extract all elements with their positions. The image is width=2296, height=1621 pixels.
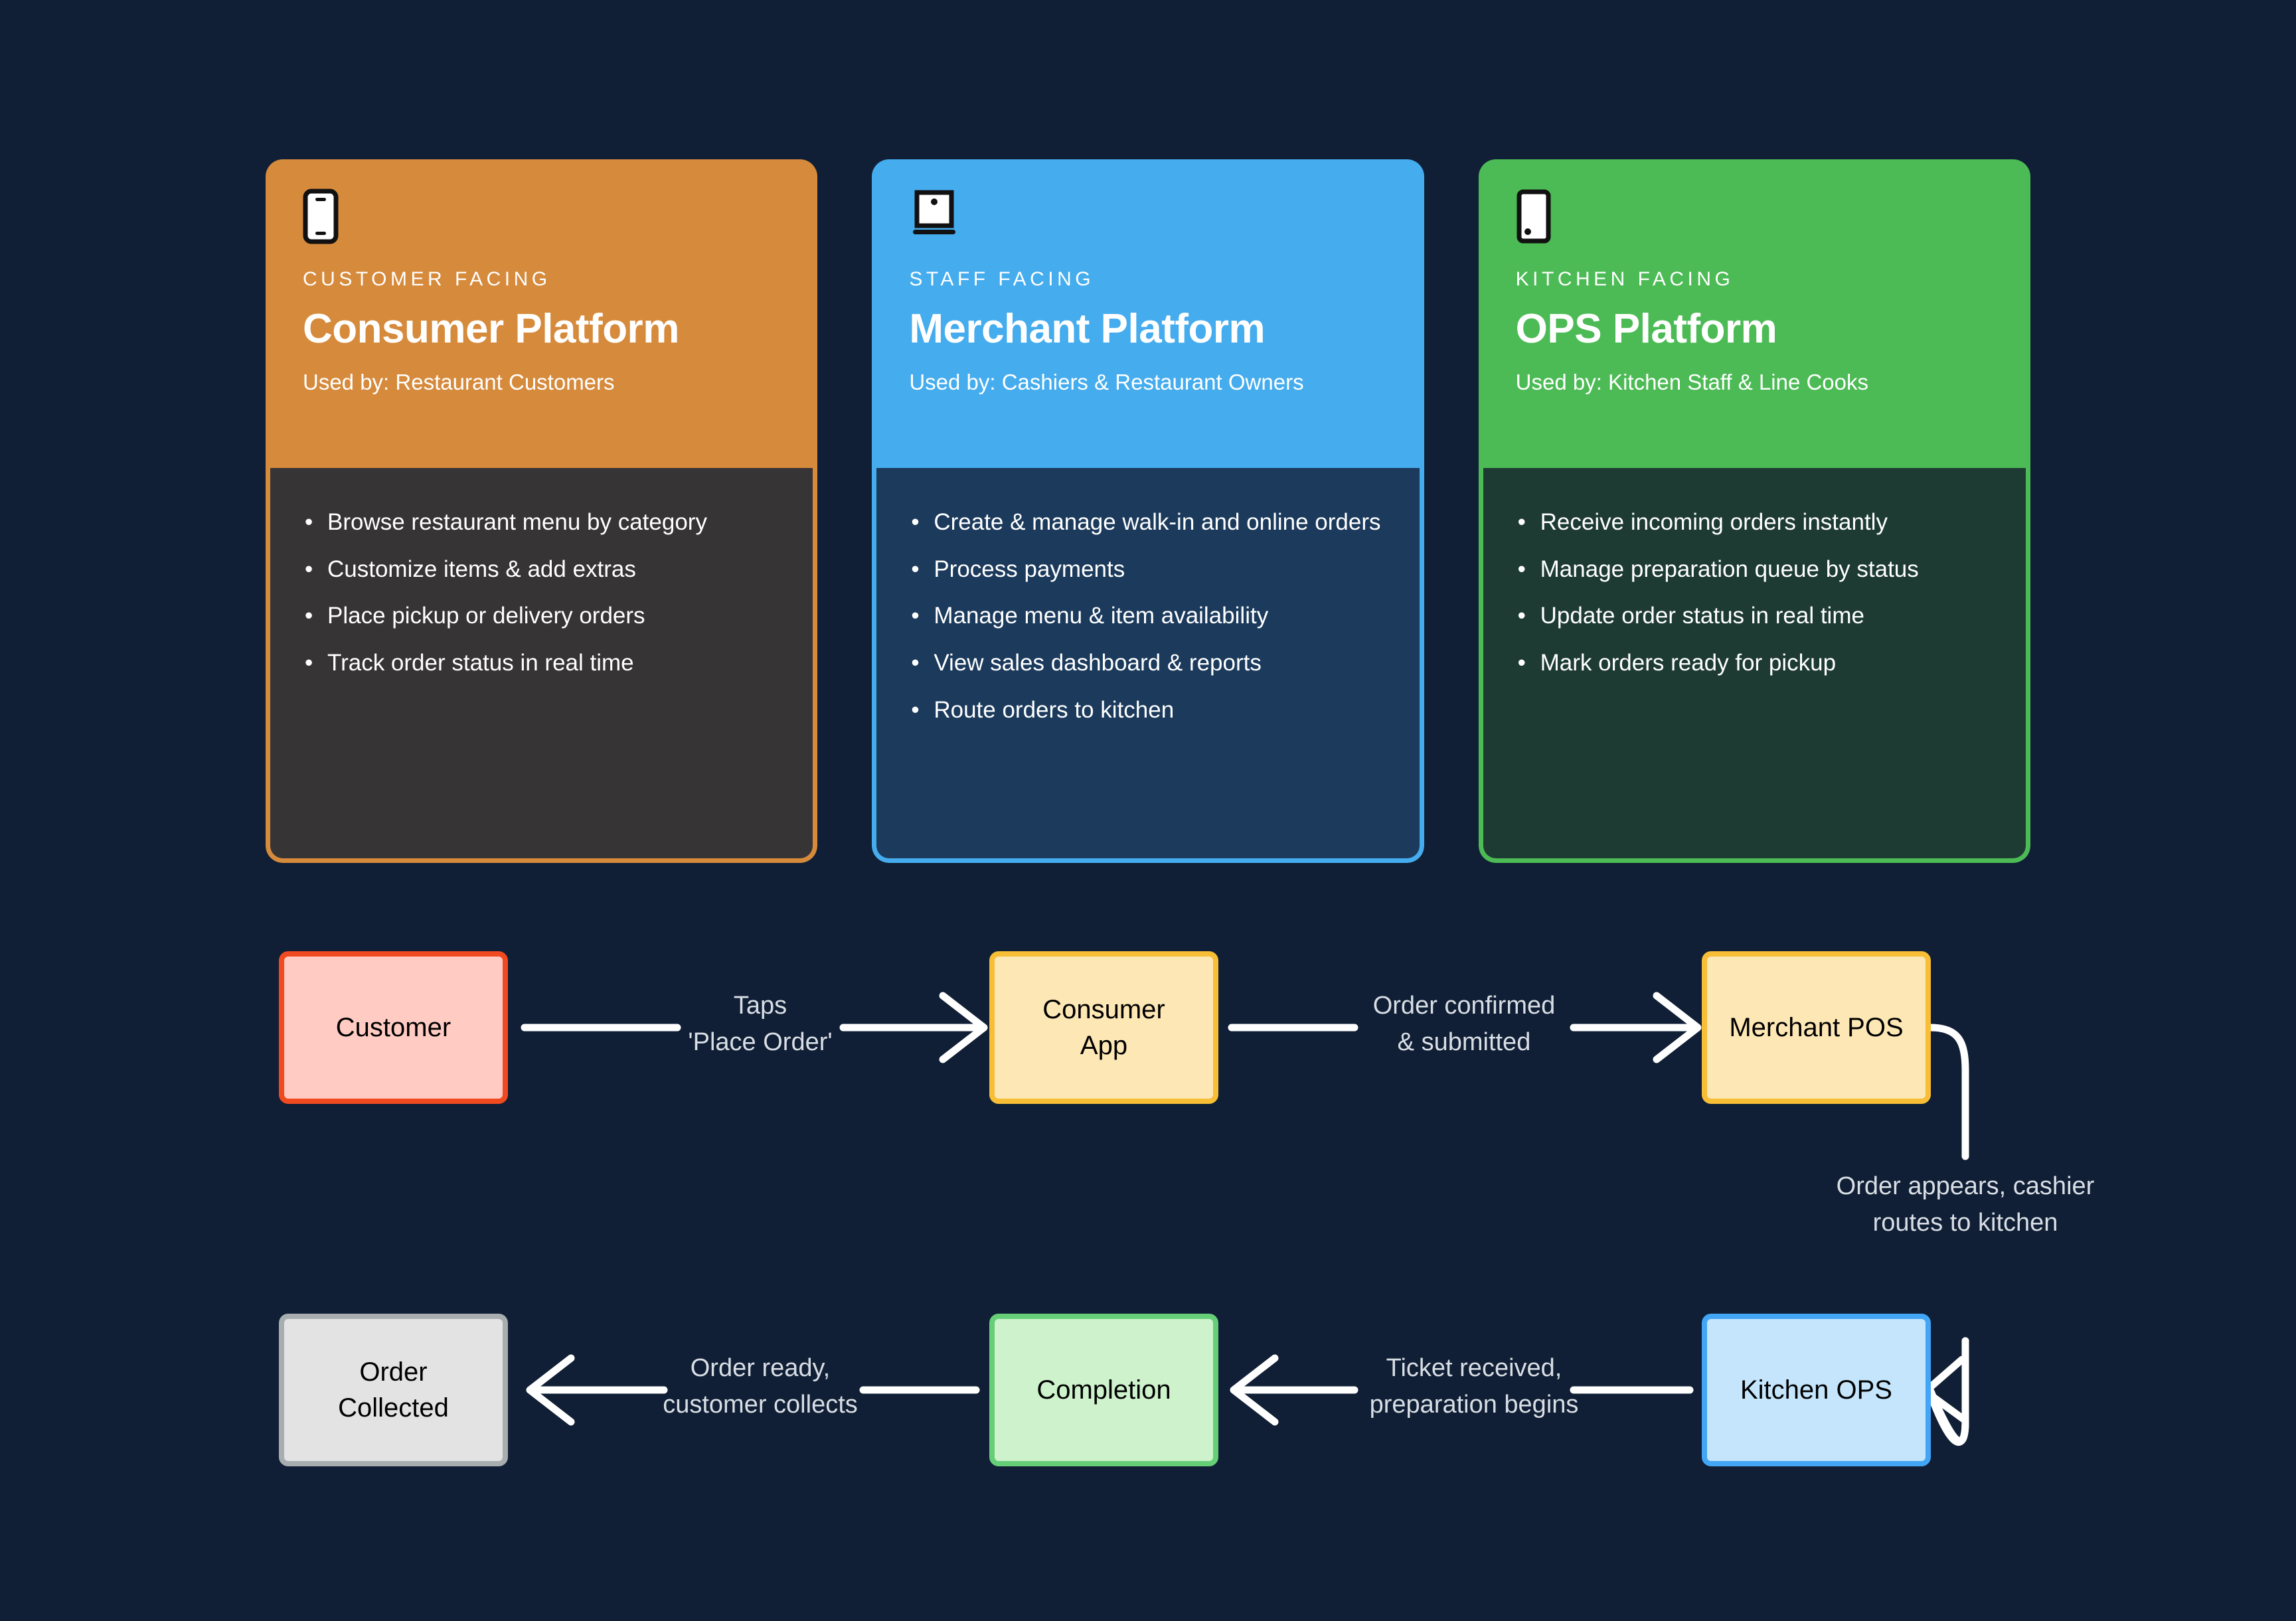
list-item: • Manage preparation queue by status [1518,551,1991,589]
card-title: Consumer Platform [303,306,679,352]
list-item: • Place pickup or delivery orders [305,597,778,635]
list-item: • Create & manage walk-in and online ord… [911,504,1384,542]
flow-node-kitchen-ops[interactable]: Kitchen OPS [1702,1314,1931,1466]
edge-label-kitchen-to-completion: Ticket received, preparation begins [1369,1354,1579,1419]
platform-card-consumer[interactable]: CUSTOMER FACING Consumer Platform Used b… [266,159,818,863]
flow-node-customer[interactable]: Customer [279,951,508,1104]
card-used-by: Used by: Kitchen Staff & Line Cooks [1515,370,1869,394]
card-used-by: Used by: Restaurant Customers [303,370,615,394]
feature-text: Process payments [934,556,1125,582]
mobile-phone-icon [303,189,780,250]
feature-text: Manage preparation queue by status [1540,556,1919,582]
platform-card-merchant[interactable]: STAFF FACING Merchant Platform Used by: … [872,159,1424,863]
card-eyebrow: STAFF FACING [909,268,1095,290]
bullet-glyph: • [1517,603,1526,629]
bullet-glyph: • [911,650,920,676]
bullet-glyph: • [305,650,313,676]
feature-text: Update order status in real time [1540,603,1864,629]
bullet-glyph: • [1517,650,1526,676]
laptop-icon [909,189,1386,250]
edge-label-consumer-to-merchant: Order confirmed & submitted [1372,992,1556,1056]
list-item: • Update order status in real time [1518,597,1991,635]
card-body: • Create & manage walk-in and online ord… [872,468,1424,863]
feature-text: Customize items & add extras [327,556,636,582]
edge-label-customer-to-consumer: Taps 'Place Order' [688,992,833,1056]
list-item: • Mark orders ready for pickup [1518,645,1991,682]
list-item: • View sales dashboard & reports [911,645,1384,682]
card-used-by: Used by: Cashiers & Restaurant Owners [909,370,1304,394]
feature-list: • Create & manage walk-in and online ord… [911,504,1384,729]
feature-text: Manage menu & item availability [934,603,1269,629]
bullet-glyph: • [911,509,920,535]
list-item: • Customize items & add extras [305,551,778,589]
card-header: CUSTOMER FACING Consumer Platform Used b… [266,159,818,468]
list-item: • Process payments [911,551,1384,589]
feature-text: Place pickup or delivery orders [327,603,645,629]
edge-label-completion-to-collected: Order ready, customer collects [663,1354,858,1419]
flow-node-consumer-app[interactable]: Consumer App [989,951,1218,1104]
flow-node-completion[interactable]: Completion [989,1314,1218,1466]
flow-node-merchant-pos[interactable]: Merchant POS [1702,951,1931,1104]
platform-card-ops[interactable]: KITCHEN FACING OPS Platform Used by: Kit… [1478,159,2030,863]
card-header: KITCHEN FACING OPS Platform Used by: Kit… [1478,159,2030,468]
list-item: • Route orders to kitchen [911,692,1384,730]
feature-text: Receive incoming orders instantly [1540,509,1888,535]
flow-node-order-collected[interactable]: Order Collected [279,1314,508,1466]
bullet-glyph: • [305,556,313,582]
card-header: STAFF FACING Merchant Platform Used by: … [872,159,1424,468]
feature-text: Route orders to kitchen [934,696,1175,723]
edge-label-merchant-to-kitchen: Order appears, cashier routes to kitchen [1836,1172,2095,1237]
list-item: • Track order status in real time [305,645,778,682]
bullet-glyph: • [911,696,920,723]
feature-list: • Receive incoming orders instantly • Ma… [1518,504,1991,682]
platform-cards-row: CUSTOMER FACING Consumer Platform Used b… [266,159,2030,863]
feature-list: • Browse restaurant menu by category • C… [305,504,778,682]
tablet-icon [1516,189,1993,250]
bullet-glyph: • [305,603,313,629]
bullet-glyph: • [1517,509,1526,535]
feature-text: Create & manage walk-in and online order… [934,509,1381,535]
bullet-glyph: • [1517,556,1526,582]
feature-text: View sales dashboard & reports [934,650,1262,676]
card-eyebrow: KITCHEN FACING [1515,268,1734,290]
card-title: Merchant Platform [909,306,1266,352]
list-item: • Manage menu & item availability [911,597,1384,635]
bullet-glyph: • [911,603,920,629]
bullet-glyph: • [305,509,313,535]
list-item: • Browse restaurant menu by category [305,504,778,542]
card-body: • Receive incoming orders instantly • Ma… [1478,468,2030,863]
card-eyebrow: CUSTOMER FACING [303,268,551,290]
card-title: OPS Platform [1515,306,1777,352]
feature-text: Track order status in real time [327,650,634,676]
feature-text: Mark orders ready for pickup [1540,650,1837,676]
bullet-glyph: • [911,556,920,582]
feature-text: Browse restaurant menu by category [327,509,707,535]
list-item: • Receive incoming orders instantly [1518,504,1991,542]
card-body: • Browse restaurant menu by category • C… [266,468,818,863]
